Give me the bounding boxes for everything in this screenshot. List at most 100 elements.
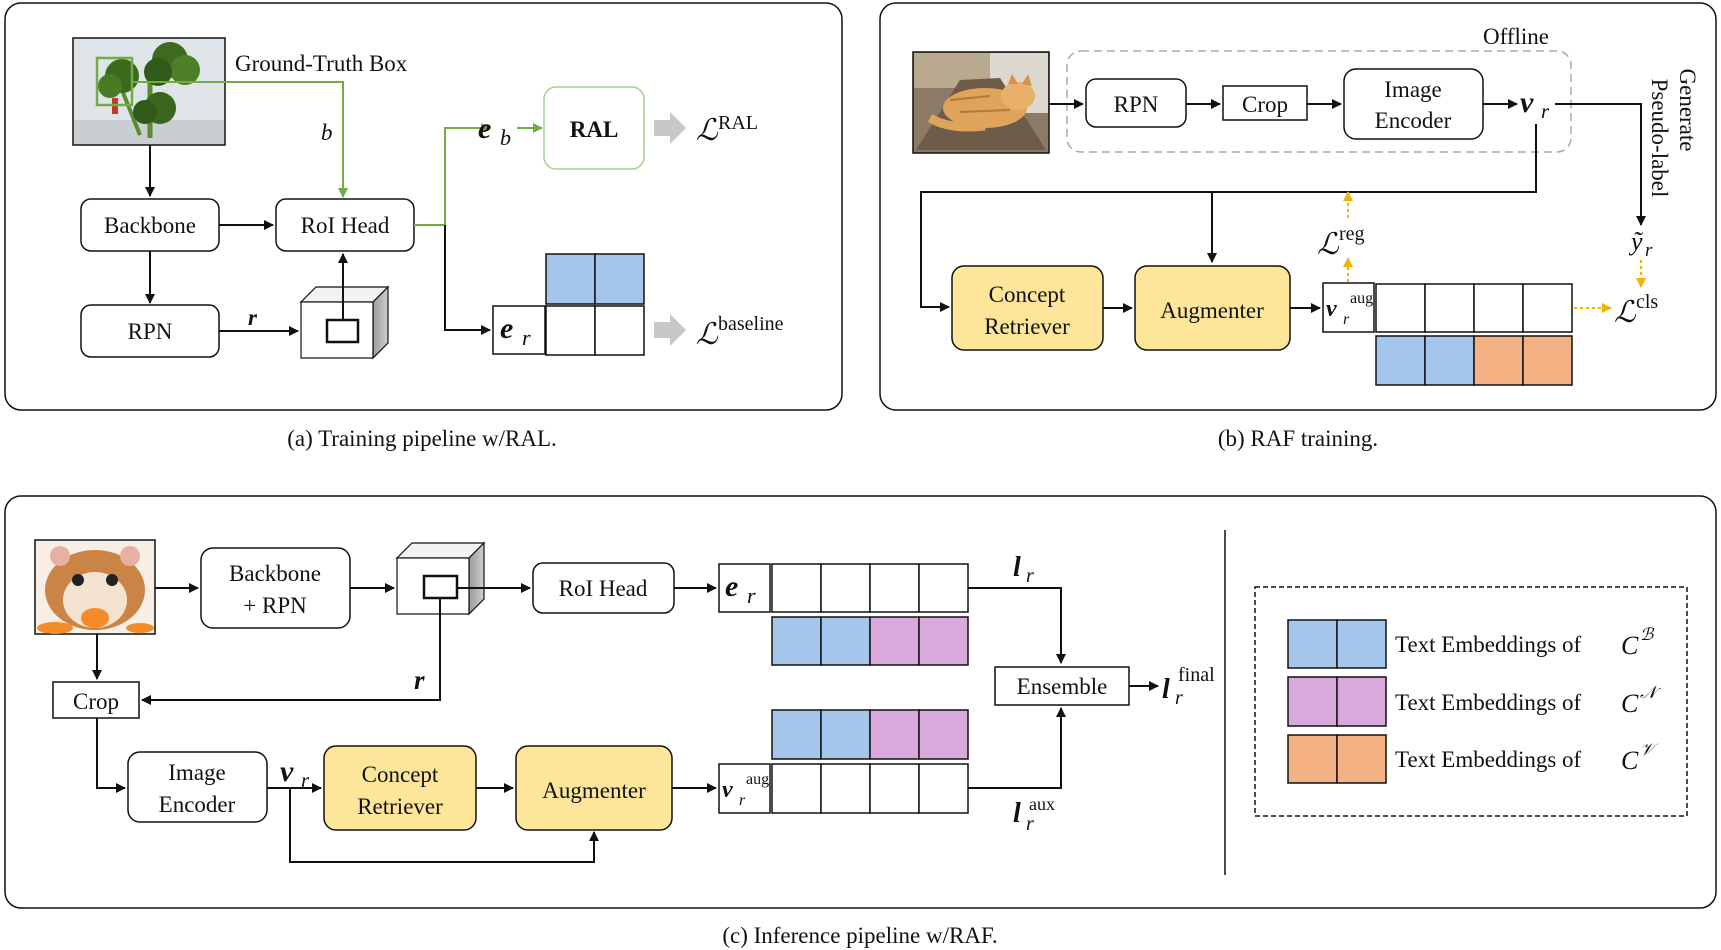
c-upper-embedding-grid: [771, 563, 969, 666]
c-er-box: [718, 563, 771, 613]
legend-item-novel: Text Embeddings of C 𝒩: [1287, 676, 1662, 727]
panel-b-embedding-grid: [1375, 283, 1573, 386]
legend-item-novel-set: C: [1621, 689, 1639, 718]
c-vaug-box: [718, 763, 771, 814]
panel-a-frame: [4, 2, 843, 411]
vr-to-pseudolabel-arrow: [1555, 103, 1646, 226]
rpn-label: RPN: [128, 319, 173, 344]
b-crop-label: Crop: [1242, 92, 1288, 117]
y-tilde-symbol: ỹ: [1628, 227, 1644, 256]
ral-label: RAL: [570, 117, 619, 142]
lr-subscript: r: [1026, 565, 1034, 587]
c-image-encoder-line2: Encoder: [159, 792, 236, 817]
c-er-subscript: r: [747, 583, 756, 608]
panel-c-frame: [4, 495, 1717, 909]
panel-c: Backbone + RPN RoI Head e r l: [4, 495, 1717, 909]
legend-frame: [1254, 586, 1688, 817]
lreg-symbol: ℒ: [1317, 228, 1340, 261]
b-crop-box: [1222, 85, 1308, 121]
pseudo-label-line2: Pseudo-label: [1647, 79, 1672, 198]
laux-subscript: r: [1026, 813, 1034, 835]
c-vaug-symbol: v: [722, 777, 733, 803]
lr-to-ensemble-arrow: [968, 587, 1066, 664]
b-rpn-label: RPN: [1114, 92, 1159, 117]
offline-region: [1066, 50, 1572, 153]
loss-ral-symbol: ℒ: [696, 114, 719, 147]
b-concept-line2: Retriever: [984, 314, 1070, 339]
backbone-label: Backbone: [104, 213, 196, 238]
eb-subscript: b: [500, 125, 511, 150]
c-lower-embedding-grid: [771, 709, 969, 814]
c-image-encoder-line1: Image: [168, 760, 225, 785]
panel-b: Offline RPN Crop Image Encoder v r Gener…: [879, 2, 1717, 411]
legend-item-base-set: C: [1621, 631, 1639, 660]
legend-item-vocab-set: C: [1621, 746, 1639, 775]
loss-ral-sup: RAL: [718, 112, 758, 134]
roi-to-eb-arrow: [444, 123, 491, 225]
roi-to-er-arrow: [444, 225, 491, 335]
c-augmenter-label: Augmenter: [542, 778, 646, 803]
legend-item-vocab-sup: 𝒱: [1640, 740, 1660, 759]
cube-to-crop-arrow: [141, 598, 441, 705]
crop-to-encoder-arrow: [96, 718, 126, 793]
c-vaug-subscript: r: [739, 792, 746, 809]
b-vaug-symbol: v: [1326, 296, 1337, 322]
loss-baseline-symbol: ℒ: [696, 318, 719, 351]
hamster-image: [34, 539, 156, 635]
gray-arrow-baseline: [654, 314, 686, 346]
b-label: b: [321, 120, 333, 145]
ral-box: [543, 86, 645, 170]
lfinal-subscript: r: [1175, 687, 1183, 709]
c-crop-label: Crop: [73, 689, 119, 714]
c-concept-line1: Concept: [362, 762, 439, 787]
b-vaug-subscript: r: [1343, 311, 1350, 328]
gray-arrow-ral: [654, 112, 686, 144]
legend-item-novel-sup: 𝒩: [1640, 683, 1662, 702]
cat-image: [912, 51, 1050, 154]
caption-b: (b) RAF training.: [1218, 426, 1378, 451]
legend-item-base-sup: ℬ: [1640, 625, 1655, 644]
caption-a: (a) Training pipeline w/RAL.: [287, 426, 557, 451]
lcls-sup: cls: [1636, 291, 1658, 313]
lcls-symbol: ℒ: [1614, 296, 1637, 329]
c-feature-cube: [395, 541, 486, 616]
feature-cube: [299, 285, 390, 360]
gt-box-label: Ground-Truth Box: [235, 51, 408, 76]
ensemble-label: Ensemble: [1017, 674, 1108, 699]
c-backbone-line2: + RPN: [243, 593, 307, 618]
b-vaug-sup: aug: [1350, 290, 1373, 307]
caption-c: (c) Inference pipeline w/RAF.: [722, 923, 997, 948]
laux-sup: aux: [1029, 794, 1055, 814]
b-concept-line1: Concept: [989, 282, 1066, 307]
b-vr-symbol: v: [1520, 86, 1534, 119]
laux-to-ensemble-arrow: [968, 707, 1066, 789]
eb-symbol: e: [478, 112, 491, 145]
c-vr-symbol: v: [280, 755, 294, 788]
b-augmenter-label: Augmenter: [1160, 298, 1264, 323]
lr-symbol: l: [1013, 552, 1021, 583]
loss-baseline-sup: baseline: [718, 313, 784, 335]
lfinal-symbol: l: [1162, 674, 1170, 705]
c-vaug-sup: aug: [746, 771, 769, 788]
roi-head-label: RoI Head: [301, 213, 390, 238]
pseudo-label-line1: Generate: [1675, 69, 1700, 152]
offline-label: Offline: [1483, 24, 1549, 49]
legend-item-base: Text Embeddings of C ℬ: [1287, 619, 1655, 669]
er-symbol: e: [500, 312, 513, 345]
b-image-encoder-line1: Image: [1384, 77, 1441, 102]
er-box: [492, 305, 546, 355]
legend-item-base-label: Text Embeddings of: [1395, 632, 1582, 657]
c-backbone-line1: Backbone: [229, 561, 321, 586]
y-tilde-subscript: r: [1645, 240, 1653, 261]
er-subscript: r: [522, 325, 531, 350]
gt-box-arrow: [132, 81, 348, 198]
panel-a-embedding-grid: [545, 253, 645, 356]
lfinal-sup: final: [1178, 664, 1215, 686]
c-vr-subscript: r: [301, 768, 310, 792]
panel-b-frame: [879, 2, 1717, 411]
c-r-label: r: [414, 665, 425, 695]
broccoli-image: [72, 37, 226, 146]
laux-symbol: l: [1013, 798, 1021, 829]
b-vr-subscript: r: [1541, 99, 1550, 123]
